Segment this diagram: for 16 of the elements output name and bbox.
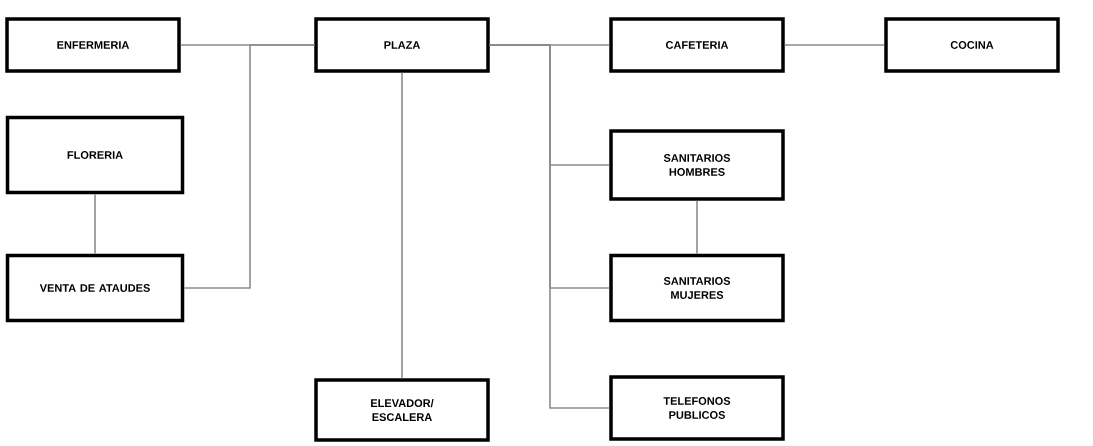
- location-box: CAFETERIA: [609, 17, 785, 73]
- location-box: COCINA: [884, 17, 1060, 73]
- connector-line: [94, 193, 96, 255]
- connector-line: [488, 44, 611, 409]
- location-box: PLAZA: [314, 17, 490, 73]
- connector-line: [783, 44, 886, 46]
- connector-line: [401, 71, 403, 380]
- connector-line: [183, 44, 316, 289]
- connector-line: [696, 199, 698, 255]
- location-box: FLORERIA: [5, 115, 185, 195]
- location-box: TELEFONOS PUBLICOS: [609, 375, 785, 441]
- location-box: SANITARIOS HOMBRES: [609, 129, 785, 201]
- location-box: VENTA DE ATAUDES: [5, 253, 185, 323]
- location-box: ENFERMERIA: [5, 17, 181, 73]
- location-box: ELEVADOR/ ESCALERA: [314, 378, 490, 442]
- location-box: SANITARIOS MUJERES: [609, 253, 785, 323]
